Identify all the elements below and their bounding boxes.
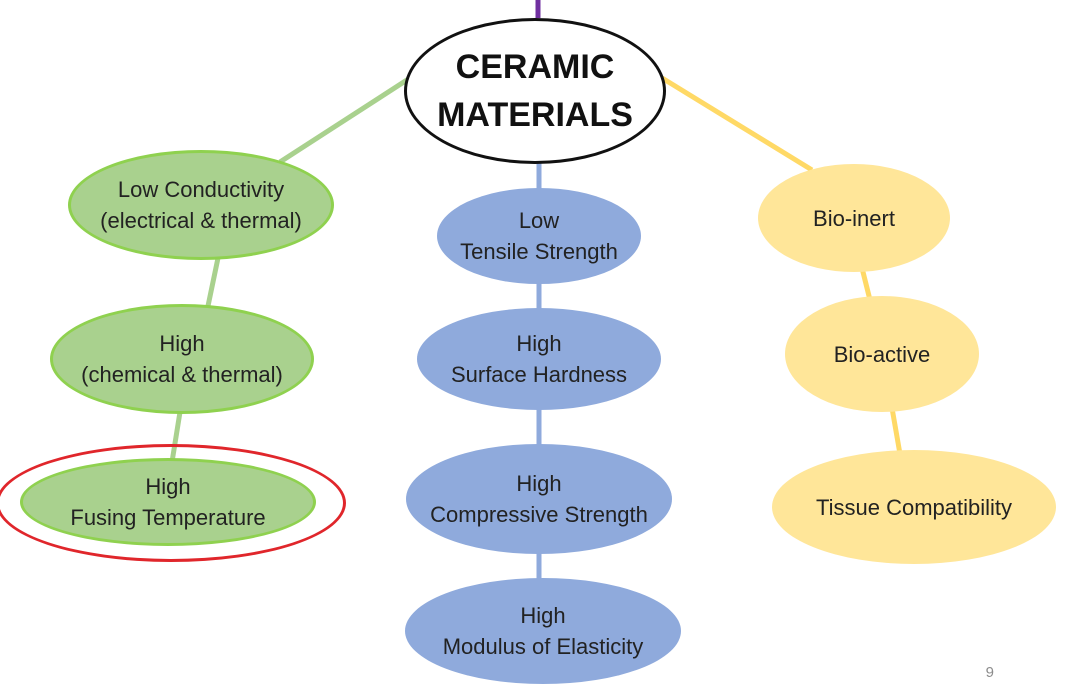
node-bio-active: Bio-active (785, 296, 979, 412)
connector-low-conductivity-to-high-stability (205, 257, 221, 307)
node-tissue-compatibility: Tissue Compatibility (772, 450, 1056, 564)
node-high-modulus-of-elasticity-line-1: High (520, 603, 566, 628)
node-low-conductivity-line-2: (electrical & thermal) (100, 208, 302, 233)
node-high-modulus-of-elasticity-line-2: Modulus of Elasticity (442, 634, 644, 659)
connector-root-to-low-conductivity (278, 75, 412, 165)
node-bio-inert: Bio-inert (758, 164, 950, 272)
root-node-ceramic-materials: CERAMIC MATERIALS (404, 18, 666, 164)
node-high-modulus-of-elasticity: High Modulus of Elasticity (405, 578, 681, 684)
node-high-compressive-strength-line-2: Compressive Strength (430, 502, 648, 527)
connector-root-to-bio-inert (660, 75, 814, 173)
node-low-tensile-strength-line-1: Low (518, 208, 560, 233)
node-high-surface-hardness-line-1: High (516, 331, 562, 356)
node-high-compressive-strength-line-1: High (516, 471, 562, 496)
connector-bio-active-to-tissue-compatibility (889, 407, 903, 455)
node-high-surface-hardness: High Surface Hardness (417, 308, 661, 410)
node-low-conductivity-line-1: Low Conductivity (117, 177, 285, 202)
root-node-line-2: MATERIALS (437, 96, 633, 134)
node-bio-inert-label: Bio-inert (813, 205, 895, 231)
node-low-conductivity: Low Conductivity (electrical & thermal) (68, 150, 334, 260)
node-tissue-compatibility-label: Tissue Compatibility (815, 494, 1013, 520)
highlight-ring-fusing-temperature (0, 444, 346, 562)
root-node-line-1: CERAMIC (455, 48, 615, 86)
node-low-tensile-strength-line-2: Tensile Strength (460, 239, 618, 264)
connector-bio-inert-to-bio-active (859, 267, 873, 301)
node-high-stability-line-1: High (159, 331, 205, 356)
node-low-tensile-strength: Low Tensile Strength (437, 188, 641, 284)
node-bio-active-label: Bio-active (833, 341, 931, 367)
node-high-surface-hardness-line-2: Surface Hardness (450, 362, 628, 387)
node-high-stability-line-2: (chemical & thermal) (81, 362, 283, 387)
page-number: 9 (985, 664, 994, 681)
node-high-stability: High (chemical & thermal) (50, 304, 314, 414)
node-high-compressive-strength: High Compressive Strength (406, 444, 672, 554)
